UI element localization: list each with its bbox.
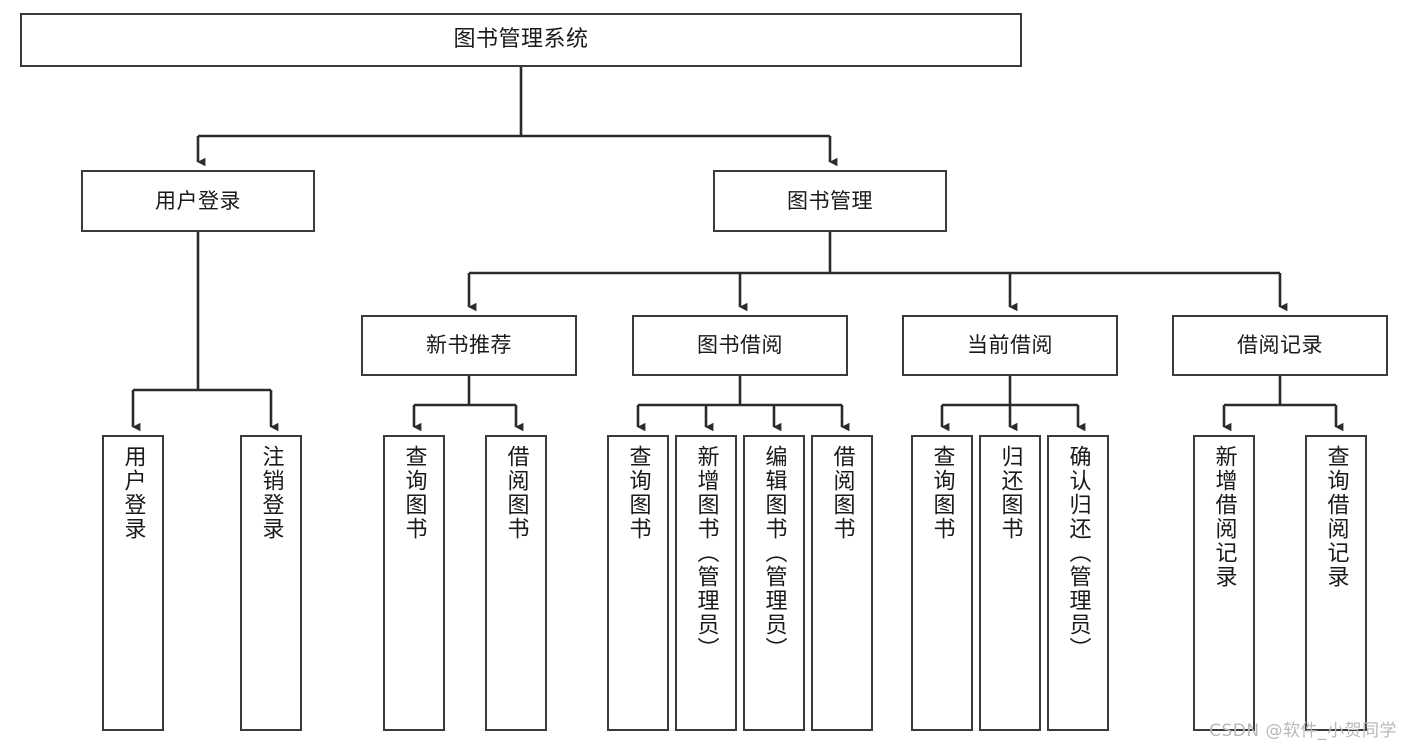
leaf-logout[interactable]: 注销登录 [240,435,302,731]
node-user-login[interactable]: 用户登录 [81,170,315,232]
node-label: 图书管理 [787,188,873,213]
node-book-borrowing[interactable]: 图书借阅 [632,315,848,376]
node-root-book-management-system[interactable]: 图书管理系统 [20,13,1022,67]
node-label: 图书管理系统 [453,27,589,53]
node-label: 用户登录 [155,188,241,213]
leaf-edit-book-admin[interactable]: 编辑图书（管理员） [743,435,805,731]
node-label: 查询借阅记录 [1323,445,1349,589]
leaf-query-book-borrowing[interactable]: 查询图书 [607,435,669,731]
node-label: 借阅图书 [503,445,529,541]
node-borrowing-records[interactable]: 借阅记录 [1172,315,1388,376]
node-label: 归还图书 [997,445,1023,541]
leaf-confirm-return-admin[interactable]: 确认归还（管理员） [1047,435,1109,731]
node-label: 查询图书 [929,445,955,541]
node-label: 新增图书（管理员） [693,445,719,661]
leaf-add-borrowing-record[interactable]: 新增借阅记录 [1193,435,1255,731]
node-label: 用户登录 [120,445,146,541]
node-label: 新书推荐 [426,333,512,358]
leaf-query-book-current[interactable]: 查询图书 [911,435,973,731]
leaf-borrow-book-borrowing[interactable]: 借阅图书 [811,435,873,731]
leaf-query-borrowing-record[interactable]: 查询借阅记录 [1305,435,1367,731]
node-label: 借阅图书 [829,445,855,541]
node-current-borrowing[interactable]: 当前借阅 [902,315,1118,376]
node-book-management[interactable]: 图书管理 [713,170,947,232]
node-label: 注销登录 [258,445,284,541]
leaf-add-book-admin[interactable]: 新增图书（管理员） [675,435,737,731]
node-label: 图书借阅 [697,333,783,358]
node-label: 确认归还（管理员） [1065,445,1091,661]
leaf-query-book-new-book[interactable]: 查询图书 [383,435,445,731]
csdn-watermark: CSDN @软件_小贺同学 [1209,721,1397,741]
node-new-book-recommendation[interactable]: 新书推荐 [361,315,577,376]
node-label: 新增借阅记录 [1211,445,1237,589]
node-label: 当前借阅 [967,333,1053,358]
node-label: 编辑图书（管理员） [761,445,787,661]
leaf-borrow-book-new-book[interactable]: 借阅图书 [485,435,547,731]
node-label: 查询图书 [401,445,427,541]
node-label: 借阅记录 [1237,333,1323,358]
leaf-user-login[interactable]: 用户登录 [102,435,164,731]
node-label: 查询图书 [625,445,651,541]
leaf-return-book[interactable]: 归还图书 [979,435,1041,731]
